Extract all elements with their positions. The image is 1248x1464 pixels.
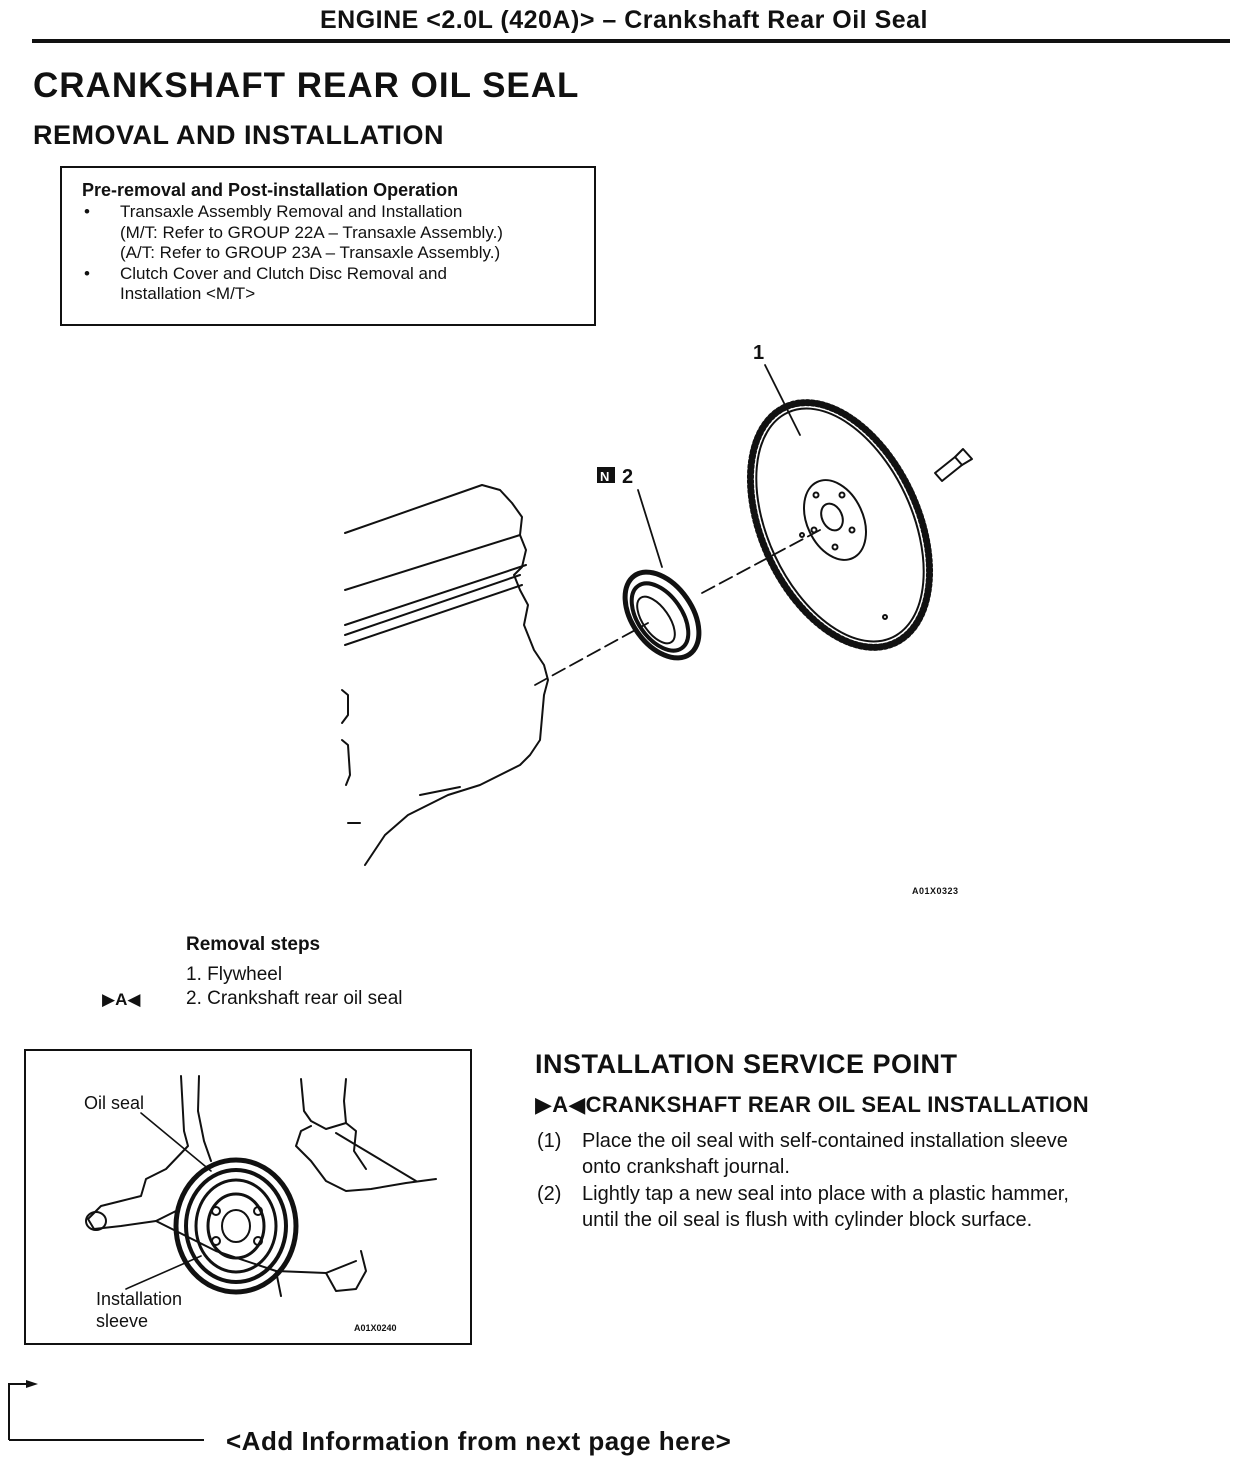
pre-removal-list: • Transaxle Assembly Removal and Install…: [82, 202, 503, 305]
oil-seal-label: Oil seal: [84, 1093, 144, 1113]
pre-removal-line: (A/T: Refer to GROUP 23A – Transaxle Ass…: [120, 243, 501, 262]
bullet-icon: •: [84, 263, 90, 283]
figure-code: A01X0240: [354, 1323, 397, 1333]
installation-drawing: Oil seal Installation sleeve A01X0240: [84, 1075, 437, 1333]
step-line: until the oil seal is flush with cylinde…: [582, 1209, 1033, 1231]
continuation-note: <Add Information from next page here>: [226, 1426, 732, 1456]
pre-removal-line: Clutch Cover and Clutch Disc Removal and: [120, 263, 447, 283]
step-number: (1): [537, 1130, 562, 1152]
page-subtitle: REMOVAL AND INSTALLATION: [33, 120, 444, 150]
installation-subheading: ▶A◀CRANKSHAFT REAR OIL SEAL INSTALLATION: [535, 1092, 1089, 1118]
installation-section-title: INSTALLATION SERVICE POINT: [535, 1049, 958, 1079]
service-point-marker: ▶A◀: [102, 990, 141, 1009]
service-point-marker: ▶A◀: [535, 1092, 586, 1117]
step-text: Place the oil seal with self-contained i…: [582, 1128, 1232, 1180]
figure-code: A01X0323: [912, 886, 959, 896]
step-text: Lightly tap a new seal into place with a…: [582, 1181, 1232, 1233]
exploded-view-diagram: 1 N 2 A01X0323: [330, 335, 990, 905]
pre-removal-line: Transaxle Assembly Removal and Installat…: [120, 202, 463, 221]
pre-removal-box: Pre-removal and Post-installation Operat…: [60, 166, 596, 326]
exploded-view-drawing: 1 N 2 A01X0323: [341, 342, 973, 896]
page-title: CRANKSHAFT REAR OIL SEAL: [33, 66, 580, 105]
pre-removal-line: (M/T: Refer to GROUP 22A – Transaxle Ass…: [120, 222, 503, 242]
new-part-badge-text: N: [600, 469, 609, 484]
pre-removal-item: • Transaxle Assembly Removal and Install…: [82, 202, 503, 264]
sleeve-label-line1: Installation: [96, 1289, 182, 1309]
header-rule: [32, 39, 1230, 43]
flywheel-callout: 1: [753, 342, 764, 364]
step-number: (2): [537, 1183, 562, 1205]
installation-subheading-text: CRANKSHAFT REAR OIL SEAL INSTALLATION: [585, 1092, 1089, 1117]
step-line: onto crankshaft journal.: [582, 1156, 790, 1178]
continuation-arrow-icon: [8, 1380, 204, 1441]
removal-steps-heading: Removal steps: [186, 934, 321, 955]
pre-removal-item: • Clutch Cover and Clutch Disc Removal a…: [82, 264, 503, 305]
step-line: Place the oil seal with self-contained i…: [582, 1130, 1068, 1152]
step-line: Lightly tap a new seal into place with a…: [582, 1183, 1069, 1205]
removal-step: 2. Crankshaft rear oil seal: [186, 988, 403, 1009]
pre-removal-heading: Pre-removal and Post-installation Operat…: [82, 180, 459, 200]
sleeve-label-line2: sleeve: [96, 1311, 148, 1331]
pre-removal-line: Installation <M/T>: [120, 284, 256, 303]
running-header: ENGINE <2.0L (420A)> – Crankshaft Rear O…: [319, 6, 928, 34]
removal-step: 1. Flywheel: [186, 964, 283, 985]
new-part-badge-icon: [597, 467, 615, 483]
installation-diagram: Oil seal Installation sleeve A01X0240: [24, 1049, 472, 1345]
bullet-icon: •: [84, 202, 90, 221]
seal-callout: 2: [622, 466, 633, 488]
